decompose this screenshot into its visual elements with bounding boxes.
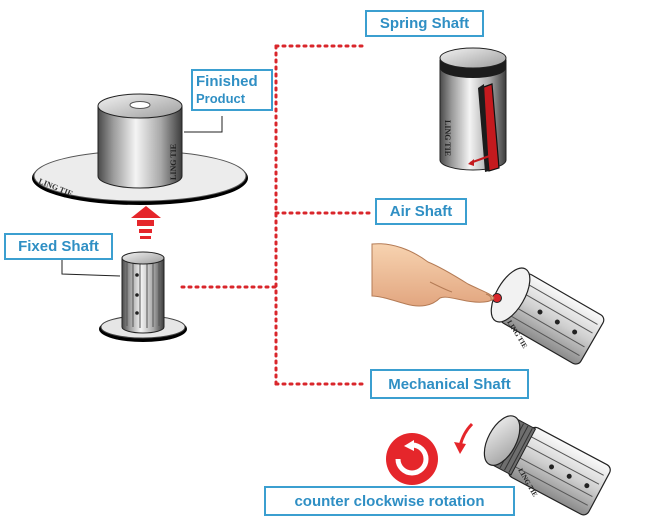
fixed-shaft-illustration: [61, 251, 187, 342]
finished-pointer: [184, 116, 223, 133]
finished-text: Finished: [196, 73, 258, 90]
connector-lines: [180, 44, 374, 386]
rotation-label: counter clockwise rotation: [264, 486, 515, 516]
air-shaft-label: Air Shaft: [375, 198, 467, 225]
fixed-pointer: [61, 258, 121, 277]
finished-product-label: Finished Product: [191, 69, 273, 111]
mechanical-shaft-text: Mechanical Shaft: [388, 375, 511, 393]
spring-shaft-label: Spring Shaft: [365, 10, 484, 37]
product-text: Product: [196, 91, 246, 106]
rotation-text: counter clockwise rotation: [294, 492, 485, 510]
rotation-icon: [386, 433, 438, 485]
air-shaft-text: Air Shaft: [389, 203, 453, 220]
mechanical-shaft-label: Mechanical Shaft: [370, 369, 529, 399]
spring-shaft-illustration: LING TIE: [439, 47, 507, 172]
spring-brand-text: LING TIE: [443, 120, 452, 156]
up-arrow-icon: [131, 206, 161, 239]
fixed-shaft-text: Fixed Shaft: [18, 238, 99, 255]
spring-shaft-text: Spring Shaft: [379, 15, 470, 32]
product-brand-text: LING TIE: [169, 144, 178, 180]
hand-icon: [371, 243, 495, 307]
finished-product-illustration: LING TIE LING TIE: [32, 93, 248, 205]
fixed-shaft-label: Fixed Shaft: [4, 233, 113, 260]
air-shaft-illustration: LING TIE: [371, 243, 605, 365]
